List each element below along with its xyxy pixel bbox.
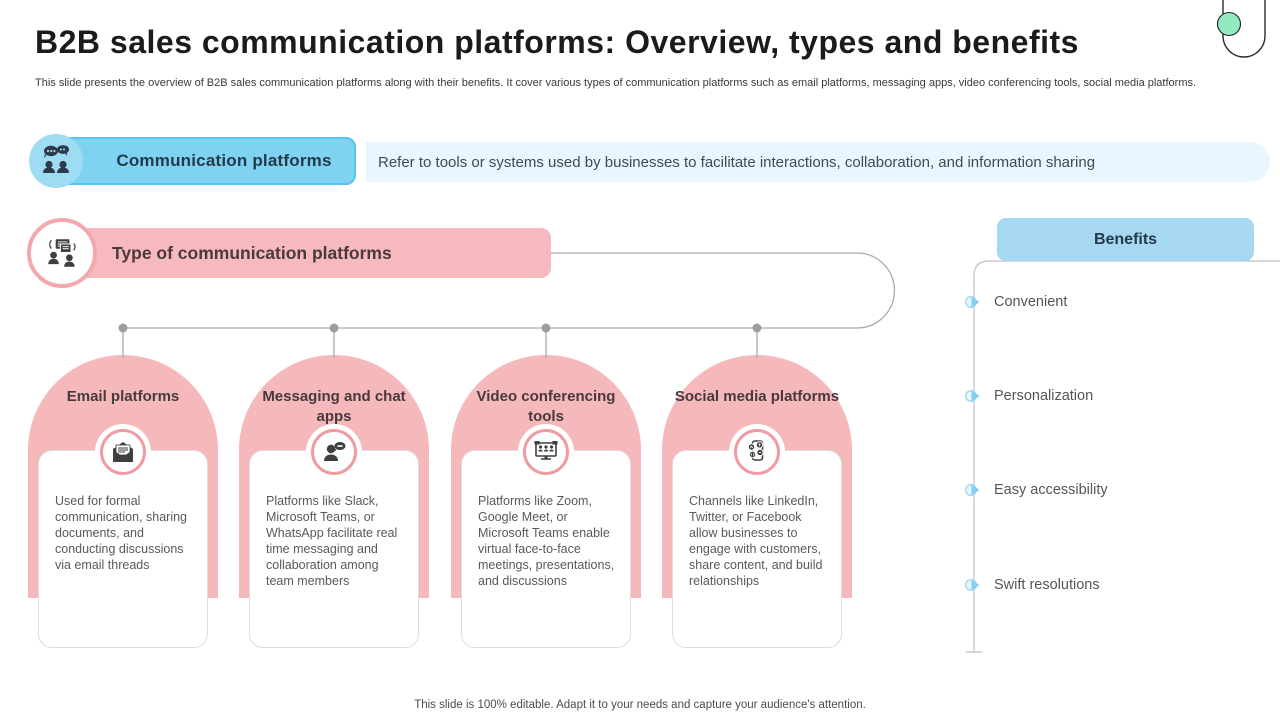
definition-strip: Refer to tools or systems used by busine… (366, 142, 1270, 182)
open-envelope-icon (113, 442, 133, 462)
types-heading-badge (27, 218, 97, 288)
benefits-heading-text: Benefits (1093, 230, 1158, 248)
communication-platforms-badge (29, 134, 83, 188)
benefit-label: Convenient (994, 294, 1068, 310)
card-description: Platforms like Slack, Microsoft Teams, o… (249, 450, 419, 648)
types-heading-bar: Type of communication platforms (62, 228, 551, 278)
arrow-bullet-icon (964, 483, 980, 497)
people-chat-icon (43, 145, 69, 173)
footer-note: This slide is 100% editable. Adapt it to… (414, 699, 866, 711)
page-title: B2B sales communication platforms: Overv… (35, 24, 1079, 60)
arrow-bullet-icon (964, 578, 980, 592)
types-heading-text: Type of communication platforms (112, 242, 392, 263)
slide-description: This slide presents the overview of B2B … (35, 77, 1197, 89)
card-title: Email platforms (66, 388, 180, 405)
card-icon-badge (311, 429, 357, 475)
card-messaging-chat-apps: Messaging and chat apps Platforms like S… (239, 355, 429, 648)
benefit-label: Swift resolutions (994, 577, 1100, 593)
card-title: Social media platforms (674, 388, 840, 405)
card-description: Channels like LinkedIn, Twitter, or Face… (672, 450, 842, 648)
social-media-phone-icon (747, 440, 764, 461)
card-icon-badge (734, 429, 780, 475)
card-description: Platforms like Zoom, Google Meet, or Mic… (461, 450, 631, 648)
communication-platforms-label-text: Communication platforms (116, 151, 332, 170)
card-video-conferencing-tools: Video conferencing tools Platforms like … (451, 355, 641, 648)
mint-circle-decoration (1216, 11, 1242, 37)
benefit-item-easy-accessibility: Easy accessibility (964, 479, 1264, 501)
card-title: Video conferencing tools (476, 388, 616, 425)
video-conference-screen-icon (534, 441, 558, 460)
benefit-label: Easy accessibility (994, 482, 1108, 498)
card-icon-badge (100, 429, 146, 475)
arrow-bullet-icon (964, 389, 980, 403)
benefits-heading: Benefits (997, 218, 1254, 261)
definition-text: Refer to tools or systems used by busine… (378, 153, 1096, 171)
card-social-media-platforms: Social media platforms Channels like Li (662, 355, 852, 648)
benefit-item-swift-resolutions: Swift resolutions (964, 574, 1264, 596)
card-description: Used for formal communication, sharing d… (38, 450, 208, 648)
corner-decoration-shape (1216, 0, 1266, 58)
card-email-platforms: Email platforms Used for formal communic… (28, 355, 218, 648)
arrow-bullet-icon (964, 295, 980, 309)
meeting-discussion-icon (48, 239, 76, 267)
communication-platforms-label: Communication platforms (58, 137, 356, 185)
benefit-item-convenient: Convenient (964, 291, 1264, 313)
person-chat-bubble-icon (324, 442, 346, 461)
card-icon-badge (523, 429, 569, 475)
benefit-item-personalization: Personalization (964, 385, 1264, 407)
card-title: Messaging and chat apps (262, 388, 406, 425)
benefit-label: Personalization (994, 388, 1094, 404)
